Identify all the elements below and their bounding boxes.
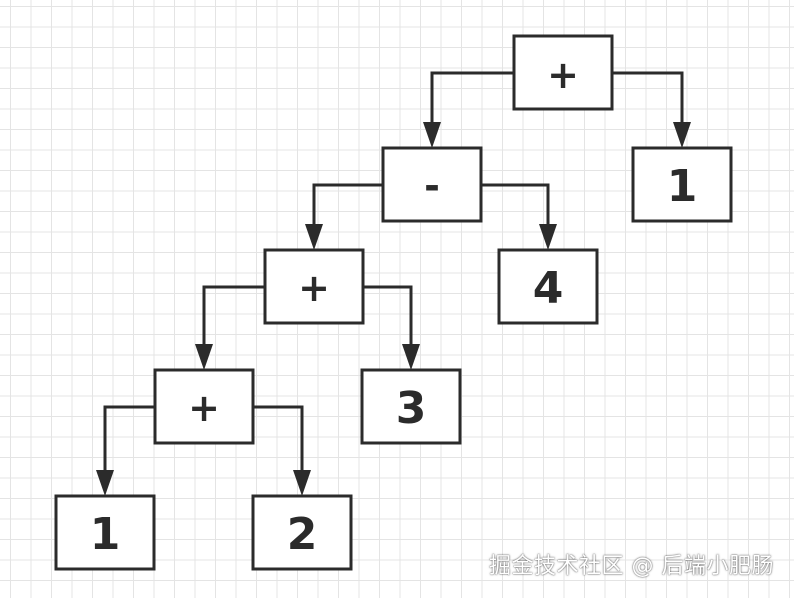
- edge-plus-mid-to-leaf-three: [363, 285, 413, 356]
- arrowhead-leaf-two: [293, 470, 311, 496]
- node-leaf-one-right-box: [631, 146, 733, 223]
- edge-plus-low-to-leaf-one-left: [103, 405, 155, 482]
- node-plus-mid-box: [263, 248, 365, 325]
- arrowhead-leaf-three: [402, 344, 420, 370]
- edge-root-to-leaf-one-right: [612, 71, 684, 134]
- tree-arrowheads: [96, 122, 691, 496]
- node-leaf-one-right-label: 1: [667, 161, 698, 212]
- node-leaf-four-label: 4: [533, 263, 564, 314]
- tree-edges: [103, 71, 684, 482]
- edge-plus-low-to-leaf-two: [253, 405, 304, 482]
- node-leaf-one-left-label: 1: [90, 509, 121, 560]
- node-leaf-three-box: [360, 368, 462, 445]
- node-minus-label: -: [424, 164, 440, 208]
- node-root-plus-box: [512, 34, 614, 111]
- node-leaf-four-box: [497, 248, 599, 325]
- tree-node-labels: + - 1 + 4 + 3 1 2: [90, 53, 698, 560]
- node-leaf-two-box: [251, 494, 353, 571]
- node-root-plus-label: +: [547, 53, 579, 97]
- node-plus-mid-label: +: [298, 266, 330, 310]
- arrowhead-plus-low: [195, 344, 213, 370]
- tree-nodes: [54, 34, 733, 571]
- arrowhead-leaf-one-right: [673, 122, 691, 148]
- node-leaf-three-label: 3: [396, 383, 427, 434]
- node-leaf-one-left-box: [54, 494, 156, 571]
- arrowhead-leaf-four: [539, 224, 557, 250]
- edge-minus-to-plus-mid: [312, 183, 383, 236]
- edge-plus-mid-to-plus-low: [202, 285, 265, 356]
- arrowhead-minus: [423, 122, 441, 148]
- node-minus-box: [381, 146, 483, 223]
- arrowhead-leaf-one-left: [96, 470, 114, 496]
- node-plus-low-label: +: [188, 386, 220, 430]
- arrowhead-plus-mid: [305, 224, 323, 250]
- node-plus-low-box: [153, 368, 255, 445]
- node-leaf-two-label: 2: [287, 509, 318, 560]
- edge-root-to-minus: [430, 71, 514, 134]
- watermark-text: 掘金技术社区 @ 后端小肥肠: [489, 554, 774, 579]
- edge-minus-to-leaf-four: [481, 183, 550, 236]
